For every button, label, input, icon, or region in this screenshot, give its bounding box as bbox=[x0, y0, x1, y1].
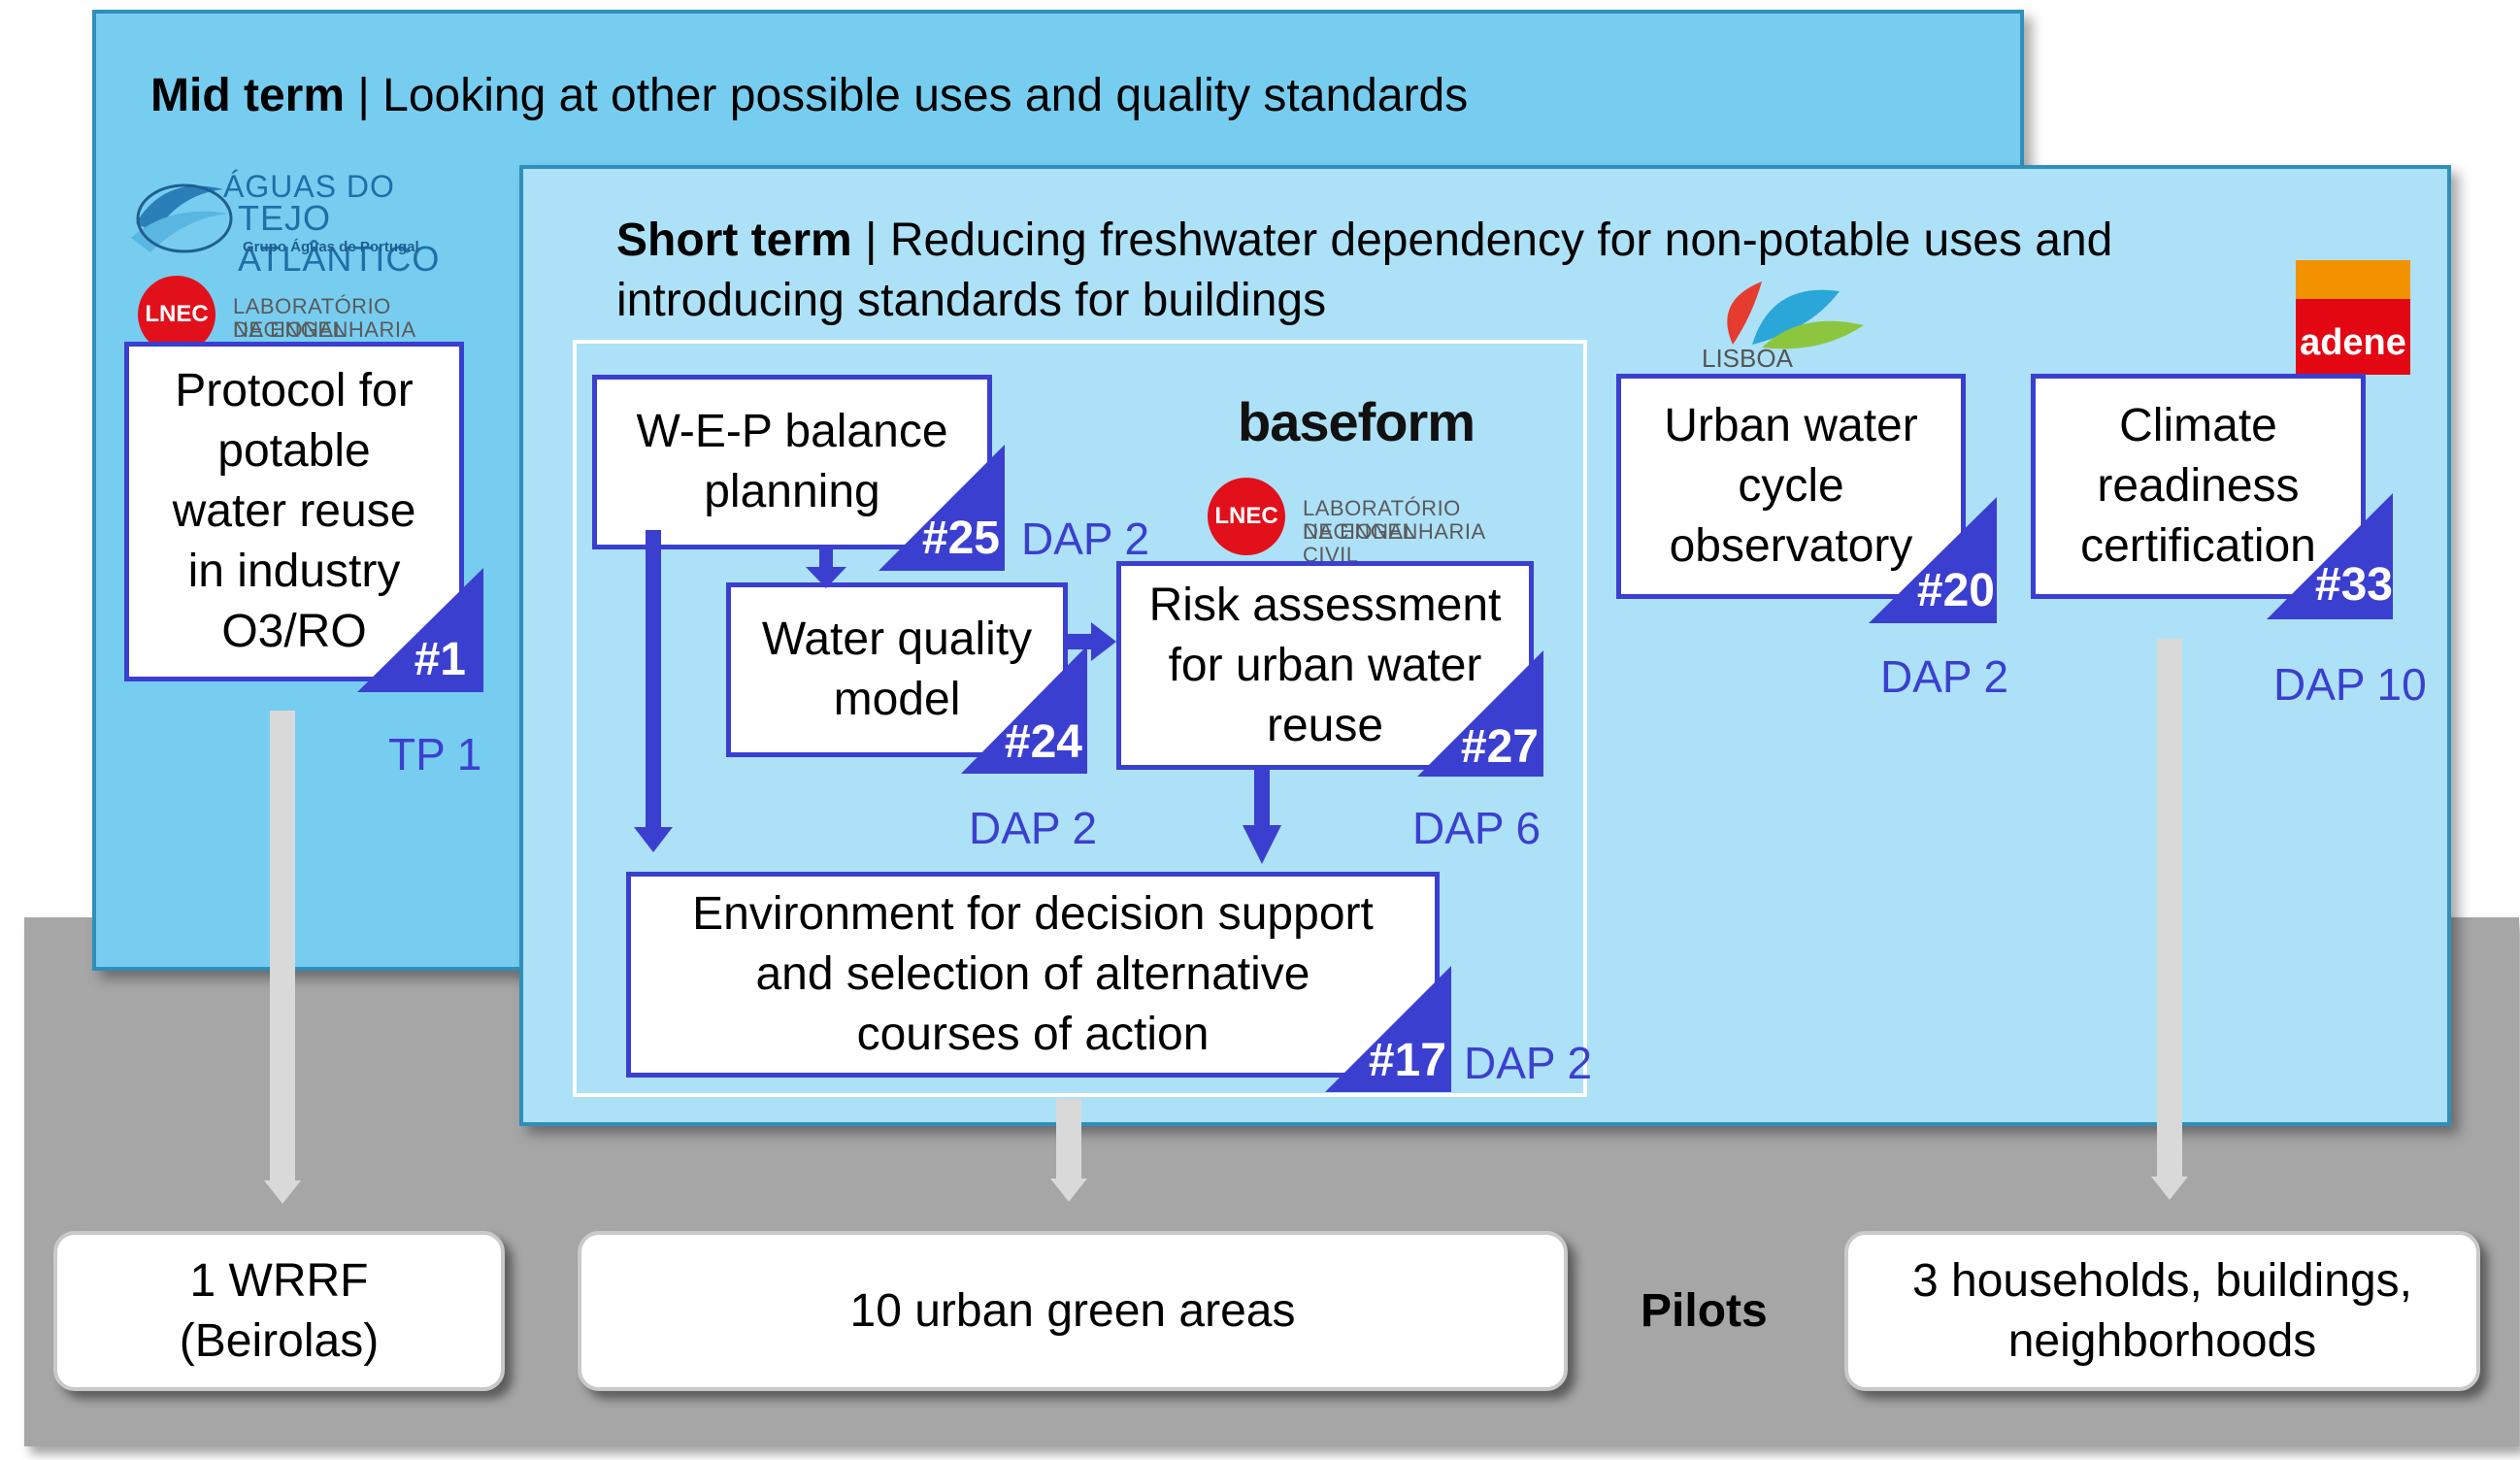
protocol-tag-triangle bbox=[357, 568, 483, 692]
lnec-logo-line-2: DE ENGENHARIA CIVIL bbox=[1303, 519, 1485, 567]
pilot-green-line-1: 10 urban green areas bbox=[849, 1284, 1296, 1337]
climate-tag: #33 bbox=[2314, 559, 2393, 611]
connector-head-icon bbox=[2151, 1177, 2188, 1200]
lnec-logo-center: LNEC LABORATÓRIO NACIONAL DE ENGENHARIA … bbox=[1208, 478, 1518, 567]
environment-tag-triangle bbox=[1325, 966, 1451, 1092]
arrow-head-down-icon bbox=[1243, 825, 1281, 864]
environment-line-2: and selection of alternative bbox=[755, 948, 1310, 1000]
short-term-heading: Short term | Reducing freshwater depende… bbox=[616, 215, 2113, 326]
lnec-logo-line-1: LABORATÓRIO NACIONAL bbox=[233, 294, 391, 342]
lnec-mark-icon: LNEC bbox=[138, 276, 216, 353]
pilot-wrrf-line-1: 1 WRRF bbox=[189, 1254, 369, 1307]
pilot-green-areas: 10 urban green areas bbox=[578, 1231, 1568, 1391]
environment-project-label: DAP 2 bbox=[1464, 1038, 1593, 1088]
aguas-logo-text-3: Grupo Águas de Portugal bbox=[243, 239, 419, 255]
arrow-quality-to-risk bbox=[1068, 634, 1095, 649]
water-quality-line-2: model bbox=[833, 674, 961, 725]
urban-water-project-label: DAP 2 bbox=[1880, 651, 2009, 702]
risk-tag-triangle bbox=[1417, 650, 1543, 777]
aguas-logo-text-1: ÁGUAS DO bbox=[223, 169, 395, 204]
pilot-wrrf-line-2: (Beirolas) bbox=[179, 1314, 380, 1367]
protocol-tag: #1 bbox=[414, 634, 466, 685]
water-quality-tag: #24 bbox=[1004, 716, 1082, 768]
arrow-head-right-icon bbox=[1091, 622, 1116, 661]
adene-logo: adene bbox=[2296, 260, 2410, 375]
connector-climate-to-households bbox=[2157, 639, 2182, 1182]
arrow-risk-to-environment bbox=[1254, 767, 1270, 827]
climate-line-2: readiness bbox=[2097, 460, 2300, 512]
protocol-project-label: TP 1 bbox=[388, 729, 482, 780]
risk-line-3: reuse bbox=[1266, 699, 1384, 751]
short-term-inner-frame bbox=[573, 340, 1587, 1097]
mid-term-heading: Mid term | Looking at other possible use… bbox=[150, 70, 1469, 121]
aguas-wave-icon bbox=[131, 183, 233, 253]
lisboa-enova-leaf-icon bbox=[1727, 282, 1864, 349]
lnec-logo-line-1: LABORATÓRIO NACIONAL bbox=[1303, 496, 1461, 544]
water-quality-tag-triangle bbox=[961, 646, 1087, 774]
protocol-line-2: potable bbox=[217, 425, 371, 477]
urban-water-tag-triangle bbox=[1869, 497, 1997, 623]
aguas-tejo-logo: ÁGUAS DO TEJO ATLÂNTICO Grupo Águas de P… bbox=[126, 165, 505, 279]
urban-water-line-1: Urban water bbox=[1664, 400, 1918, 451]
risk-line-1: Risk assessment bbox=[1148, 579, 1502, 631]
pilot-wrrf: 1 WRRF (Beirolas) bbox=[53, 1231, 505, 1391]
environment-line-3: courses of action bbox=[856, 1009, 1210, 1060]
protocol-line-5: O3/RO bbox=[221, 606, 367, 657]
aguas-logo-text-2: TEJO ATLÂNTICO bbox=[238, 198, 441, 279]
water-quality-project-label: DAP 2 bbox=[969, 803, 1098, 853]
protocol-line-3: water reuse bbox=[172, 485, 416, 537]
climate-project-label: DAP 10 bbox=[2273, 659, 2427, 710]
climate-tag-triangle bbox=[2267, 493, 2393, 619]
adene-logo-stripe bbox=[2296, 260, 2410, 299]
arrow-head-down-icon bbox=[806, 567, 846, 588]
connector-environment-to-green bbox=[1056, 1099, 1081, 1184]
wep-tag-triangle bbox=[879, 445, 1005, 571]
pilot-households-line-1: 3 households, buildings, bbox=[1911, 1254, 2413, 1307]
pilots-label: Pilots bbox=[1641, 1285, 1768, 1337]
connector-head-icon bbox=[264, 1180, 301, 1204]
protocol-box: Protocol for potable water reuse in indu… bbox=[124, 342, 464, 681]
risk-tag: #27 bbox=[1460, 721, 1539, 773]
wep-project-label: DAP 2 bbox=[1021, 514, 1150, 564]
connector-head-icon bbox=[1050, 1178, 1087, 1202]
urban-water-tag: #20 bbox=[1916, 565, 1995, 616]
environment-box: Environment for decision support and sel… bbox=[626, 872, 1440, 1078]
climate-line-1: Climate bbox=[2119, 400, 2277, 451]
wep-line-2: planning bbox=[704, 466, 880, 517]
arrow-head-down-icon bbox=[634, 827, 673, 852]
connector-protocol-to-wrrf bbox=[270, 711, 295, 1186]
risk-project-label: DAP 6 bbox=[1412, 803, 1542, 853]
lisboa-enova-logo: LISBOA e·nova bbox=[1694, 272, 1869, 403]
adene-logo-text: adene bbox=[2300, 322, 2406, 363]
baseform-logo: baseform bbox=[1238, 391, 1476, 452]
environment-tag: #17 bbox=[1368, 1035, 1446, 1086]
lnec-logo-left: LNEC LABORATÓRIO NACIONAL DE ENGENHARIA … bbox=[138, 276, 468, 365]
arrow-wep-to-quality bbox=[819, 546, 833, 571]
environment-line-1: Environment for decision support bbox=[692, 888, 1374, 940]
protocol-line-1: Protocol for bbox=[175, 365, 414, 416]
climate-box: Climate readiness certification bbox=[2031, 374, 2366, 599]
pilot-households: 3 households, buildings, neighborhoods bbox=[1844, 1231, 2480, 1391]
lnec-mark-icon: LNEC bbox=[1208, 478, 1285, 555]
urban-water-line-2: cycle bbox=[1738, 460, 1844, 512]
wep-tag: #25 bbox=[921, 513, 1000, 564]
arrow-wep-to-environment bbox=[646, 530, 661, 831]
pilot-households-line-2: neighborhoods bbox=[2007, 1314, 2317, 1367]
